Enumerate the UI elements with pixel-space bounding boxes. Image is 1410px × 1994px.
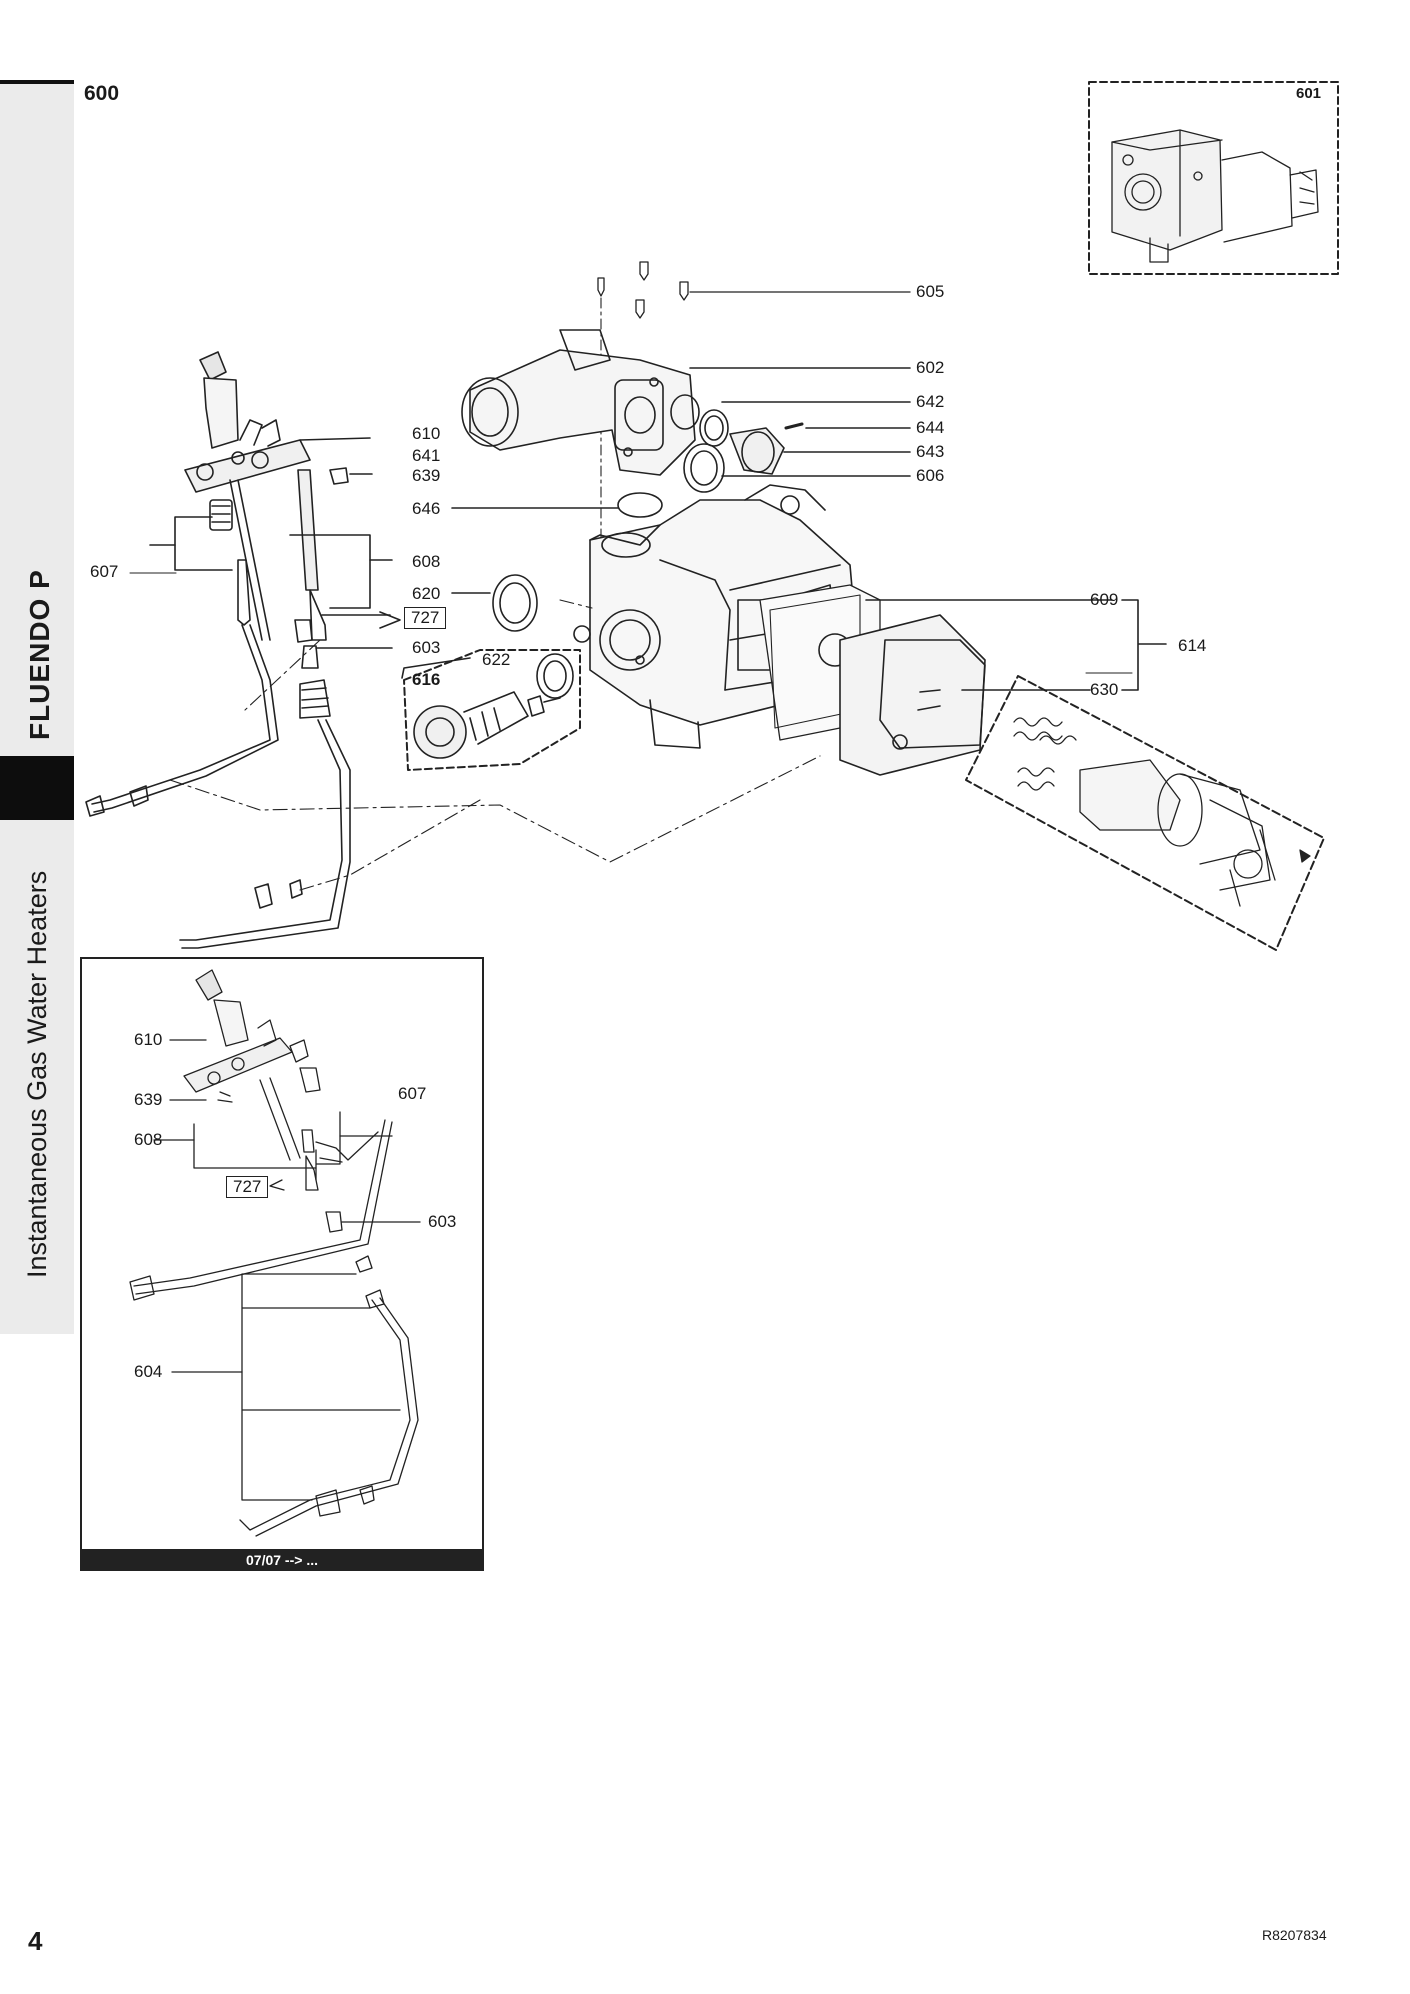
- gas-valve-assembly-601: [1111, 129, 1319, 263]
- page-number: 4: [28, 1926, 43, 1956]
- label-646: 646: [412, 499, 441, 518]
- spring-group: [1013, 717, 1311, 907]
- guide-lines: [169, 599, 821, 891]
- bracket-614: [1121, 599, 1167, 691]
- label-606: 606: [916, 466, 945, 485]
- oring-620: [451, 574, 538, 632]
- screws-605: [597, 261, 911, 319]
- inset-variant-footer: 07/07 --> ...: [80, 1549, 484, 1571]
- label-608: 608: [412, 552, 441, 571]
- label-644: 644: [916, 418, 945, 437]
- label-727: 727: [404, 607, 447, 629]
- label-620: 620: [412, 584, 441, 603]
- thermocouple-607: [85, 499, 279, 817]
- pilot-burner-610: [184, 351, 373, 493]
- spring-group-frame: [965, 675, 1325, 951]
- label-607: 607: [90, 562, 119, 581]
- inset-601-frame: [1088, 81, 1339, 275]
- label-643: 643: [916, 442, 945, 461]
- strainer-616-frame: [403, 649, 581, 771]
- inset-label-604: 604: [134, 1362, 163, 1381]
- label-622: 622: [482, 650, 511, 669]
- nozzle-603: [179, 619, 393, 949]
- inset-pilot-parts: [129, 969, 421, 1537]
- inset-label-610: 610: [134, 1030, 163, 1049]
- oring-622: [536, 653, 574, 699]
- label-601: 601: [1296, 85, 1322, 102]
- side-tab: [0, 84, 74, 1334]
- inset-label-727: 727: [226, 1176, 269, 1198]
- inset-label-608: 608: [134, 1130, 163, 1149]
- section-number: 600: [84, 82, 120, 105]
- seal-parts: [451, 401, 911, 518]
- inset-label-639: 639: [134, 1090, 163, 1109]
- leaders: [129, 572, 1133, 674]
- inset-label-607: 607: [398, 1084, 427, 1103]
- manifold-602: [461, 329, 911, 476]
- label-610: 610: [412, 424, 441, 443]
- label-614: 614: [1178, 636, 1207, 655]
- document-reference: R8207834: [1262, 1927, 1327, 1943]
- label-630: 630: [1090, 680, 1119, 699]
- label-605: 605: [916, 282, 945, 301]
- label-639: 639: [412, 466, 441, 485]
- label-616: 616: [412, 670, 441, 689]
- label-602: 602: [916, 358, 945, 377]
- label-609: 609: [1090, 590, 1119, 609]
- side-tab-black-block: [0, 756, 74, 820]
- inset-label-603: 603: [428, 1212, 457, 1231]
- label-603: 603: [412, 638, 441, 657]
- label-641: 641: [412, 446, 441, 465]
- label-642: 642: [916, 392, 945, 411]
- electrode-608: [289, 469, 401, 641]
- strainer-616: [401, 657, 561, 759]
